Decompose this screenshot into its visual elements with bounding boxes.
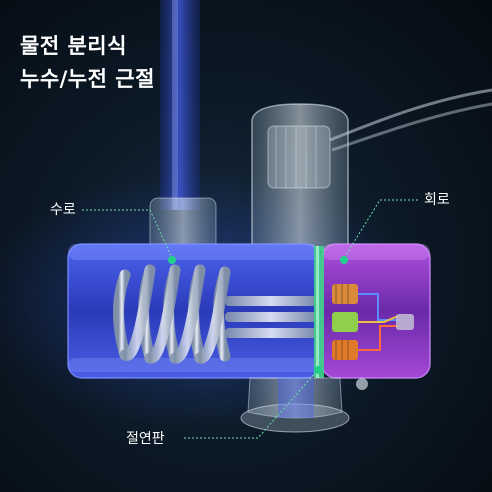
power-cable bbox=[329, 88, 492, 142]
insulation-plate-label: 절연판 bbox=[126, 431, 165, 447]
water-path-marker bbox=[168, 256, 176, 264]
heating-coil bbox=[113, 264, 231, 364]
outlet-housing bbox=[247, 377, 343, 419]
wire-connector bbox=[396, 314, 414, 330]
callout-lines bbox=[82, 199, 418, 439]
circuit-label: 회로 bbox=[424, 192, 450, 208]
screw bbox=[356, 378, 368, 390]
heater-rods bbox=[225, 296, 317, 338]
outlet-ring bbox=[240, 403, 350, 433]
insulation-marker bbox=[314, 366, 322, 374]
power-cable-2 bbox=[331, 102, 492, 152]
headline: 물전 분리식 누수/누전 근절 bbox=[20, 30, 155, 96]
circuit-wires bbox=[358, 293, 399, 351]
circuit-marker bbox=[340, 256, 348, 264]
headline-line-2: 누수/누전 근절 bbox=[20, 67, 155, 91]
top-cap-knob bbox=[267, 125, 331, 189]
electrical-terminals bbox=[332, 284, 358, 360]
water-inlet-pipe bbox=[160, 0, 200, 210]
water-path-label: 수로 bbox=[50, 202, 76, 218]
headline-line-1: 물전 분리식 bbox=[20, 34, 127, 58]
top-cap-housing bbox=[251, 103, 349, 251]
